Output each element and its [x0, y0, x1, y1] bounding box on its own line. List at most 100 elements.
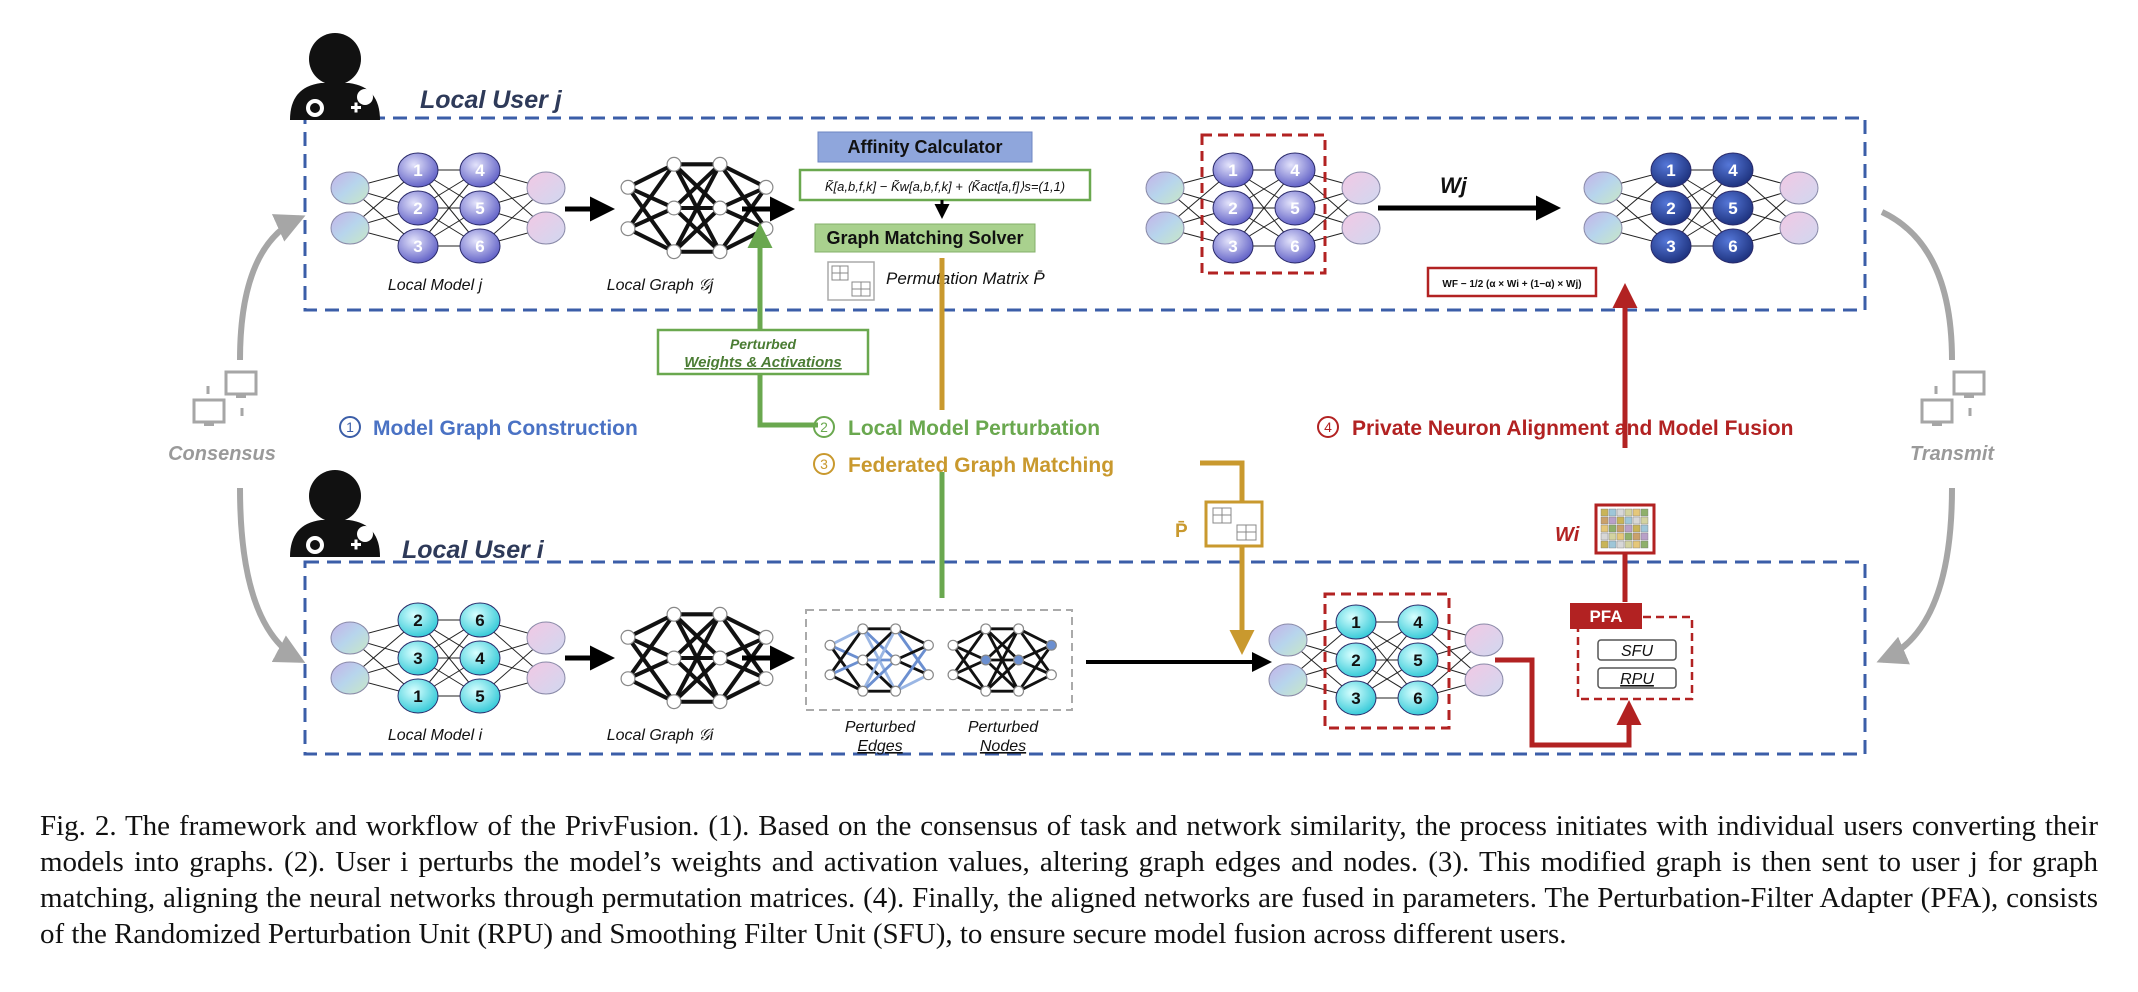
hidden-neuron: [1274, 152, 1316, 188]
network-edges: [1602, 169, 1800, 247]
output-neuron: [1341, 171, 1381, 205]
graph-node: [1013, 654, 1025, 666]
hidden-neuron: [1650, 152, 1692, 188]
input-neuron: [330, 621, 370, 655]
perturbed-edges-label-1: Perturbed: [845, 719, 916, 736]
neuron-number: 1: [413, 687, 422, 706]
perturbed-weights-box: [656, 328, 870, 376]
graph-node: [1013, 623, 1025, 635]
hidden-neuron: [459, 602, 501, 638]
hidden-neuron: [459, 190, 501, 226]
p-bar-label: P̄: [1175, 521, 1188, 542]
neuron-number: 2: [1666, 199, 1675, 218]
aligned-neurons-box-i: [1323, 592, 1451, 730]
transmit-label: Transmit: [1910, 443, 1995, 465]
consensus-arc-down: [237, 487, 306, 663]
graph-node: [758, 671, 774, 687]
graph-node: [712, 694, 728, 710]
output-neuron: [1779, 211, 1819, 245]
graph-node: [980, 654, 992, 666]
graph-node: [712, 606, 728, 622]
wj-label: Wj: [1440, 173, 1468, 198]
local-model-i-label: Local Model i: [388, 727, 483, 744]
neuron-number: 2: [1228, 199, 1237, 218]
input-neuron: [1268, 663, 1308, 697]
hidden-neuron: [1212, 152, 1254, 188]
computers-icon: [1920, 370, 1986, 426]
output-neuron: [526, 621, 566, 655]
neuron-number: 5: [475, 199, 484, 218]
graph-node: [666, 244, 682, 260]
user-i-label: Local User i: [402, 536, 545, 564]
graph-edges: [951, 627, 1053, 693]
hidden-neuron: [1335, 604, 1377, 640]
permutation-matrix-icon: [827, 261, 875, 301]
red-aligned-to-pfa: [1495, 657, 1642, 748]
gold-permutation-flow: [1200, 460, 1255, 655]
step-3-text: Federated Graph Matching: [848, 454, 1114, 477]
hidden-neuron: [1212, 190, 1254, 226]
svg-text:2: 2: [820, 419, 828, 435]
perturbed-nodes-graph: [947, 623, 1057, 697]
hidden-neuron: [1650, 228, 1692, 264]
step-4-text: Private Neuron Alignment and Model Fusio…: [1352, 417, 1793, 440]
computers-icon: [192, 370, 258, 426]
graph-node: [620, 179, 636, 195]
user-j-label: Local User j: [420, 86, 563, 114]
local-model-j-label: Local Model j: [388, 277, 483, 294]
permutation-matrix-label: Permutation Matrix P̄: [886, 269, 1045, 288]
input-neuron: [1583, 211, 1623, 245]
neuron-number: 1: [1351, 613, 1360, 632]
figure-caption: Fig. 2. The framework and workflow of th…: [40, 810, 2098, 950]
step-1-text: Model Graph Construction: [373, 417, 638, 440]
hidden-neuron: [1712, 190, 1754, 226]
perturbed-nodes-label-1: Perturbed: [968, 719, 1039, 736]
output-neuron: [1779, 171, 1819, 205]
network-edges: [1287, 621, 1485, 699]
input-neuron: [330, 211, 370, 245]
pfa-label: PFA: [1589, 607, 1622, 626]
output-neuron: [1341, 211, 1381, 245]
local-graph-j-label: Local Graph 𝒢j: [607, 277, 714, 294]
graph-node: [824, 669, 836, 681]
neuron-number: 1: [1666, 161, 1675, 180]
transmit-arc-top: [1880, 209, 1955, 361]
input-neuron: [1145, 171, 1185, 205]
perturbed-edges-label-2: Edges: [857, 738, 902, 755]
graph-node: [980, 623, 992, 635]
neuron-number: 3: [1666, 237, 1675, 256]
rpu-label: RPU: [1620, 671, 1654, 688]
hidden-neuron: [1712, 228, 1754, 264]
input-neuron: [1268, 623, 1308, 657]
graph-node: [712, 650, 728, 666]
output-neuron: [1464, 623, 1504, 657]
graph-node: [666, 156, 682, 172]
graph-node: [857, 623, 869, 635]
graph-node: [666, 694, 682, 710]
input-neuron: [1145, 211, 1185, 245]
step-2-text: Local Model Perturbation: [848, 417, 1100, 440]
graph-node: [824, 639, 836, 651]
neuron-number: 3: [413, 237, 422, 256]
graph-node: [620, 671, 636, 687]
step-4-label: 4 Private Neuron Alignment and Model Fus…: [1317, 416, 1793, 440]
fusion-formula: WF − 1/2 (α × Wi + (1−α) × Wj): [1442, 279, 1581, 290]
graph-edges: [626, 612, 768, 704]
doctor-icon: [290, 470, 380, 557]
neuron-number: 6: [1728, 237, 1737, 256]
graph-node: [922, 639, 934, 651]
neuron-number: 1: [1228, 161, 1237, 180]
neuron-number: 4: [475, 161, 485, 180]
graph-node: [980, 685, 992, 697]
hidden-neuron: [397, 640, 439, 676]
network-edges: [349, 169, 547, 247]
output-neuron: [526, 171, 566, 205]
hidden-neuron: [1274, 228, 1316, 264]
neuron-number: 3: [1228, 237, 1237, 256]
sfu-box: [1597, 639, 1677, 661]
neuron-number: 5: [475, 687, 484, 706]
hidden-neuron: [397, 190, 439, 226]
network-edges: [1164, 169, 1362, 247]
